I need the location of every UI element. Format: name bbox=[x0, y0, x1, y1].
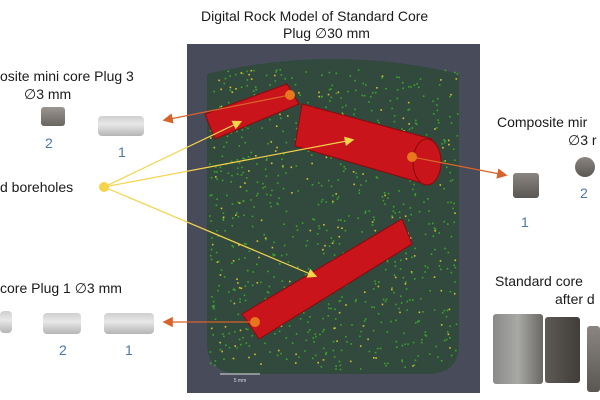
plug3-label-2: 2 bbox=[45, 135, 53, 151]
borehole-dots bbox=[250, 90, 417, 327]
title-line1: Digital Rock Model of Standard Core bbox=[201, 8, 429, 24]
standard-core-title: Standard core bbox=[495, 273, 583, 289]
plug1-sample-1 bbox=[104, 313, 154, 334]
plug3-sample-2 bbox=[41, 107, 65, 126]
plug1-label-2: 2 bbox=[59, 342, 67, 358]
standard-core-piece-2 bbox=[545, 317, 580, 383]
plug3-diameter: ∅3 mm bbox=[24, 86, 72, 102]
boreholes-pointer-dot bbox=[99, 182, 109, 192]
plug1-sample-2 bbox=[43, 313, 81, 334]
plug3-sample-1 bbox=[98, 116, 144, 136]
plug2-title: Composite mir bbox=[497, 114, 588, 130]
plug2-label-2: 2 bbox=[580, 185, 588, 201]
plug2-label-1: 1 bbox=[521, 214, 529, 230]
scale-bar-label: 5 mm bbox=[234, 378, 247, 384]
boreholes-label: d boreholes bbox=[0, 179, 74, 195]
plug2-diameter: ∅3 r bbox=[568, 132, 597, 148]
standard-core-subtitle: after d bbox=[555, 291, 595, 307]
borehole-3 bbox=[241, 218, 413, 340]
plug1-label-1: 1 bbox=[125, 342, 133, 358]
plug3-title: osite mini core Plug 3 bbox=[0, 68, 134, 84]
boreholes bbox=[204, 83, 442, 340]
plug2-sample-2 bbox=[575, 157, 595, 177]
standard-core-piece-3 bbox=[587, 326, 600, 392]
orange-arrows bbox=[162, 94, 508, 328]
standard-core-piece-1 bbox=[493, 314, 543, 384]
title-line2: Plug ∅30 mm bbox=[283, 25, 370, 41]
plug3-label-1: 1 bbox=[118, 144, 126, 160]
arrow-to-plug3 bbox=[162, 94, 291, 124]
plug1-title: core Plug 1 ∅3 mm bbox=[0, 280, 122, 296]
plug1-sample-3 bbox=[0, 311, 12, 333]
yellow-pointers bbox=[103, 120, 355, 278]
digital-rock-model-image: 5 mm bbox=[187, 44, 480, 393]
plug2-sample-1 bbox=[513, 173, 539, 198]
arrow-to-plug2 bbox=[411, 156, 508, 179]
rock-model-render: 5 mm bbox=[204, 59, 459, 384]
